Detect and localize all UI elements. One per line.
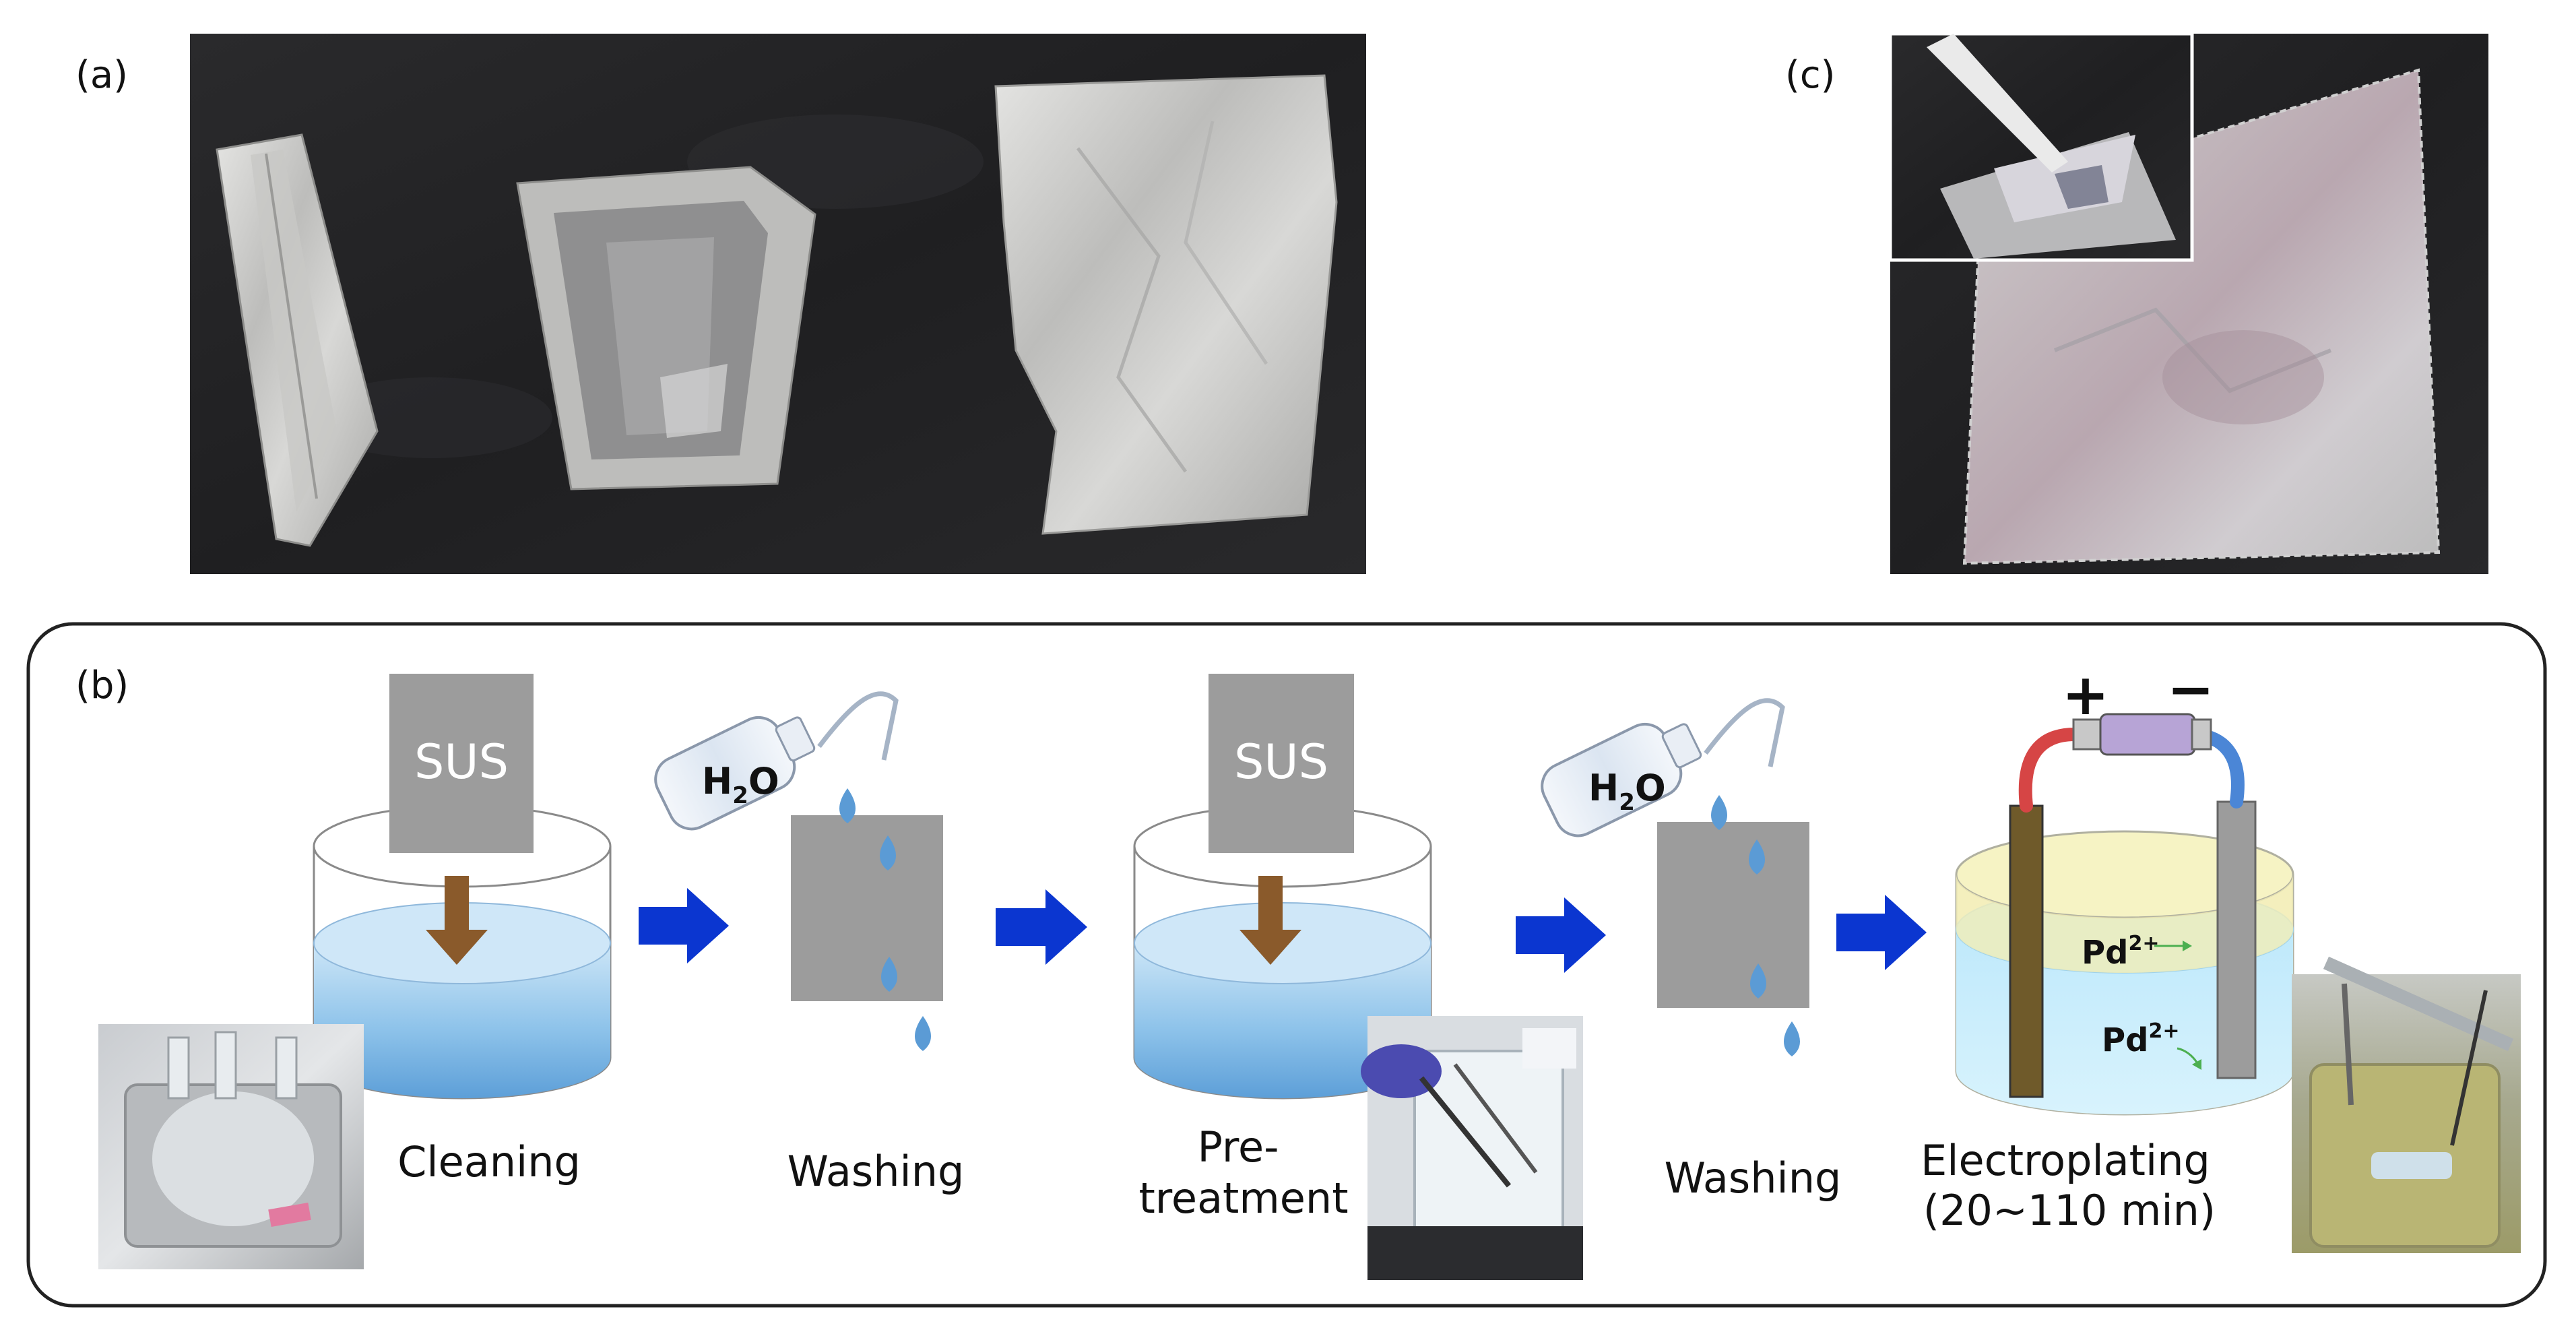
step-electroplating: + − Pd2+ Pd2+ Electroplating (20∼110 min… — [1921, 656, 2521, 1253]
pd-ion-1: Pd2+ — [2082, 932, 2160, 972]
flow-arrow-1 — [639, 888, 729, 963]
caption-washing-1: Washing — [787, 1147, 965, 1196]
h2o-label-1: H2O — [702, 760, 779, 809]
caption-pretreatment-line2: treatment — [1138, 1174, 1348, 1223]
ion-arrow-1 — [2154, 941, 2192, 951]
pretreatment-photo — [1361, 1016, 1583, 1280]
sus-label-1: SUS — [414, 734, 509, 790]
cathode-electrode — [2009, 804, 2044, 1098]
panel-c-label: (c) — [1785, 53, 1835, 97]
flow-arrow-2 — [996, 889, 1087, 965]
anode-electrode — [2216, 800, 2257, 1079]
plus-sign: + — [2062, 662, 2109, 728]
panel-b-label: (b) — [75, 664, 129, 707]
caption-pretreatment-line1: Pre- — [1198, 1122, 1279, 1172]
panel-a-photo — [190, 34, 1366, 574]
ion-arrow-2 — [2177, 1047, 2201, 1070]
sus-sample-2 — [1209, 674, 1354, 853]
sus-label-2: SUS — [1234, 734, 1328, 790]
droplets-2 — [1711, 795, 1800, 1056]
step-pretreatment: SUS Pre- treatment — [1133, 674, 1583, 1280]
caption-electroplating-line2: (20∼110 min) — [1923, 1186, 2216, 1235]
folded-foil — [516, 166, 816, 490]
power-supply — [2018, 713, 2245, 813]
panel-a-label: (a) — [75, 53, 128, 97]
down-arrow-1 — [426, 876, 488, 965]
sus-sample-washing-1 — [791, 815, 943, 1001]
wash-bottle-1 — [654, 691, 899, 831]
flow-arrow-3 — [1516, 897, 1606, 973]
flow-arrow-4 — [1836, 895, 1927, 970]
caption-electroplating-line1: Electroplating — [1921, 1136, 2210, 1185]
sus-sample-1 — [389, 674, 534, 853]
step-washing-1: H2O Washing — [654, 691, 965, 1196]
step-washing-2: H2O Washing — [1541, 698, 1842, 1203]
caption-cleaning: Cleaning — [397, 1137, 581, 1186]
down-arrow-2 — [1239, 876, 1301, 965]
wash-bottle-2 — [1541, 698, 1785, 837]
rolled-foil — [216, 133, 379, 547]
flat-foil — [994, 74, 1338, 535]
step-cleaning: SUS Cleaning — [98, 674, 612, 1269]
ultrasonic-cleaner-photo — [98, 1024, 364, 1269]
pd-ion-2: Pd2+ — [2102, 1019, 2180, 1059]
caption-washing-2: Washing — [1665, 1153, 1842, 1203]
droplets-1 — [839, 788, 931, 1051]
panel-c-inset-photo — [1888, 32, 2194, 262]
minus-sign: − — [2167, 656, 2214, 722]
electroplating-photo — [2292, 956, 2521, 1253]
h2o-label-2: H2O — [1588, 767, 1666, 816]
sus-sample-washing-2 — [1657, 822, 1809, 1008]
